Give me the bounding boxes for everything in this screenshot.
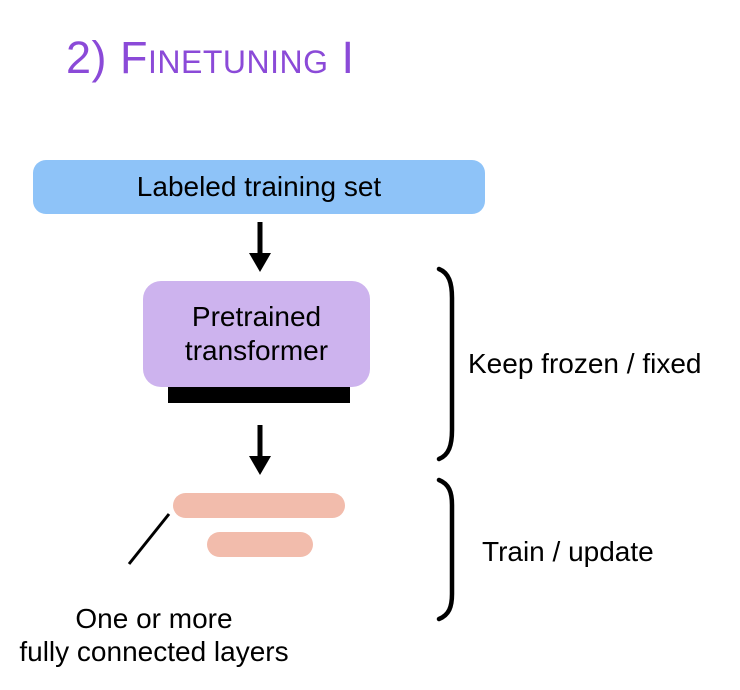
- train-update-label: Train / update: [482, 536, 654, 567]
- curly-brace-icon: [436, 266, 455, 462]
- arrow-down-icon: [249, 222, 271, 272]
- keep-frozen-label: Keep frozen / fixed: [468, 348, 702, 379]
- slide-title: 2) Finetuning I: [66, 32, 355, 83]
- fc-layer-bar-1: [173, 493, 345, 518]
- fc-layers-caption: One or more fully connected layers: [4, 602, 304, 668]
- arrow-down-icon: [249, 425, 271, 475]
- pretrained-transformer-label-line2: transformer: [184, 335, 329, 366]
- pretrained-transformer-box: Pretrained transformer: [143, 281, 370, 387]
- pretrained-transformer-label-line1: Pretrained: [191, 301, 322, 332]
- labeled-training-set-label: Labeled training set: [136, 171, 382, 202]
- fc-layer-bar-2: [207, 532, 313, 557]
- fc-caption-line1: One or more: [75, 603, 233, 634]
- labeled-training-set-box: Labeled training set: [33, 160, 485, 214]
- transformer-base-bar: [168, 387, 350, 403]
- pointer-line-icon: [127, 513, 171, 565]
- fc-caption-line2: fully connected layers: [19, 636, 289, 667]
- curly-brace-icon: [436, 477, 455, 622]
